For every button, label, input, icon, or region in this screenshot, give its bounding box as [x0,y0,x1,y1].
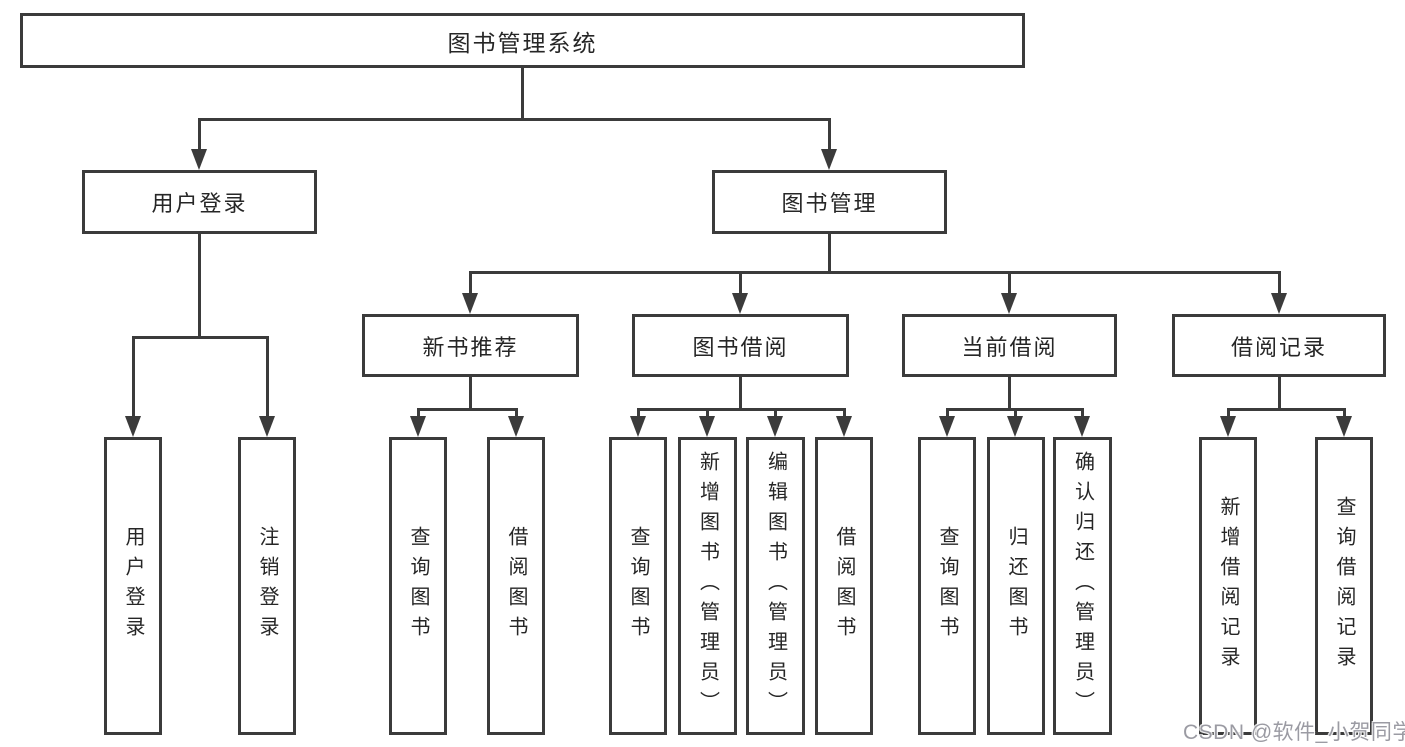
leaf-label: 确认归还（管理员） [1071,451,1094,721]
leaf-add-books-admin: 新增图书（管理员） [678,437,737,735]
node-root-label: 图书管理系统 [447,29,598,56]
arrow-down-icon [1007,416,1023,437]
leaf-label: 归还图书 [1005,526,1027,646]
leaf-edit-books-admin: 编辑图书（管理员） [746,437,805,735]
node-book-borrow: 图书借阅 [632,314,849,377]
node-label: 借阅记录 [1230,334,1327,360]
leaf-label: 借阅图书 [833,526,855,646]
leaf-user-login: 用户登录 [104,437,162,735]
arrow-down-icon [1336,416,1352,437]
leaf-borrow-books-2: 借阅图书 [815,437,873,735]
connector-line [1227,408,1230,416]
node-borrow-records: 借阅记录 [1172,314,1386,377]
connector-line [1278,377,1281,408]
connector-line [946,408,949,416]
connector-line [132,336,268,339]
arrow-down-icon [821,149,837,170]
connector-line [1014,408,1017,416]
leaf-label: 新增借阅记录 [1217,496,1239,676]
connector-line [417,408,517,411]
leaf-query-books-3: 查询图书 [918,437,976,735]
connector-line [515,408,518,416]
connector-line [774,408,777,416]
connector-line [469,271,472,294]
arrow-down-icon [1001,293,1017,314]
node-label: 图书借阅 [692,334,789,360]
node-root: 图书管理系统 [20,13,1025,68]
arrow-down-icon [630,416,646,437]
connector-line [521,68,524,118]
arrow-down-icon [939,416,955,437]
node-book-management: 图书管理 [712,170,947,234]
arrow-down-icon [732,293,748,314]
arrow-down-icon [191,149,207,170]
arrow-down-icon [259,416,275,437]
connector-line [469,377,472,408]
connector-line [266,336,269,416]
leaf-label: 查询借阅记录 [1333,496,1355,676]
leaf-query-borrow-record: 查询借阅记录 [1315,437,1373,735]
leaf-borrow-books-1: 借阅图书 [487,437,545,735]
connector-line [828,234,831,271]
connector-line [637,408,640,416]
connector-line [739,271,742,294]
connector-line [1278,271,1281,294]
connector-line [1008,377,1011,408]
node-user-login: 用户登录 [82,170,317,234]
connector-line [1343,408,1346,416]
arrow-down-icon [699,416,715,437]
connector-line [198,234,201,336]
arrow-down-icon [836,416,852,437]
leaf-confirm-return-admin: 确认归还（管理员） [1053,437,1112,735]
arrow-down-icon [462,293,478,314]
connector-line [843,408,846,416]
connector-line [198,118,201,151]
connector-line [828,118,831,151]
arrow-down-icon [767,416,783,437]
leaf-label: 编辑图书（管理员） [764,451,787,721]
connector-line [198,118,830,121]
leaf-add-borrow-record: 新增借阅记录 [1199,437,1257,735]
leaf-logout: 注销登录 [238,437,296,735]
arrow-down-icon [1074,416,1090,437]
connector-line [1008,271,1011,294]
connector-line [132,336,135,416]
leaf-label: 查询图书 [627,526,649,646]
connector-line [469,271,1280,274]
connector-line [739,377,742,408]
leaf-label: 查询图书 [936,526,958,646]
arrow-down-icon [125,416,141,437]
node-current-borrow: 当前借阅 [902,314,1117,377]
arrow-down-icon [1271,293,1287,314]
node-label: 图书管理 [781,191,878,216]
connector-line [637,408,845,411]
arrow-down-icon [508,416,524,437]
connector-line [1227,408,1345,411]
leaf-label: 借阅图书 [505,526,527,646]
node-label: 新书推荐 [422,334,519,360]
connector-line [1081,408,1084,416]
leaf-query-books-2: 查询图书 [609,437,667,735]
leaf-return-books: 归还图书 [987,437,1045,735]
node-new-book-recommend: 新书推荐 [362,314,579,377]
leaf-label: 注销登录 [256,526,278,646]
watermark: CSDN @软件_小贺同学 [1183,721,1405,744]
arrow-down-icon [1220,416,1236,437]
node-label: 当前借阅 [961,334,1058,360]
connector-line [706,408,709,416]
leaf-query-books-1: 查询图书 [389,437,447,735]
leaf-label: 查询图书 [407,526,429,646]
arrow-down-icon [410,416,426,437]
leaf-label: 新增图书（管理员） [696,451,719,721]
connector-line [417,408,420,416]
node-label: 用户登录 [151,191,248,216]
leaf-label: 用户登录 [122,526,144,646]
